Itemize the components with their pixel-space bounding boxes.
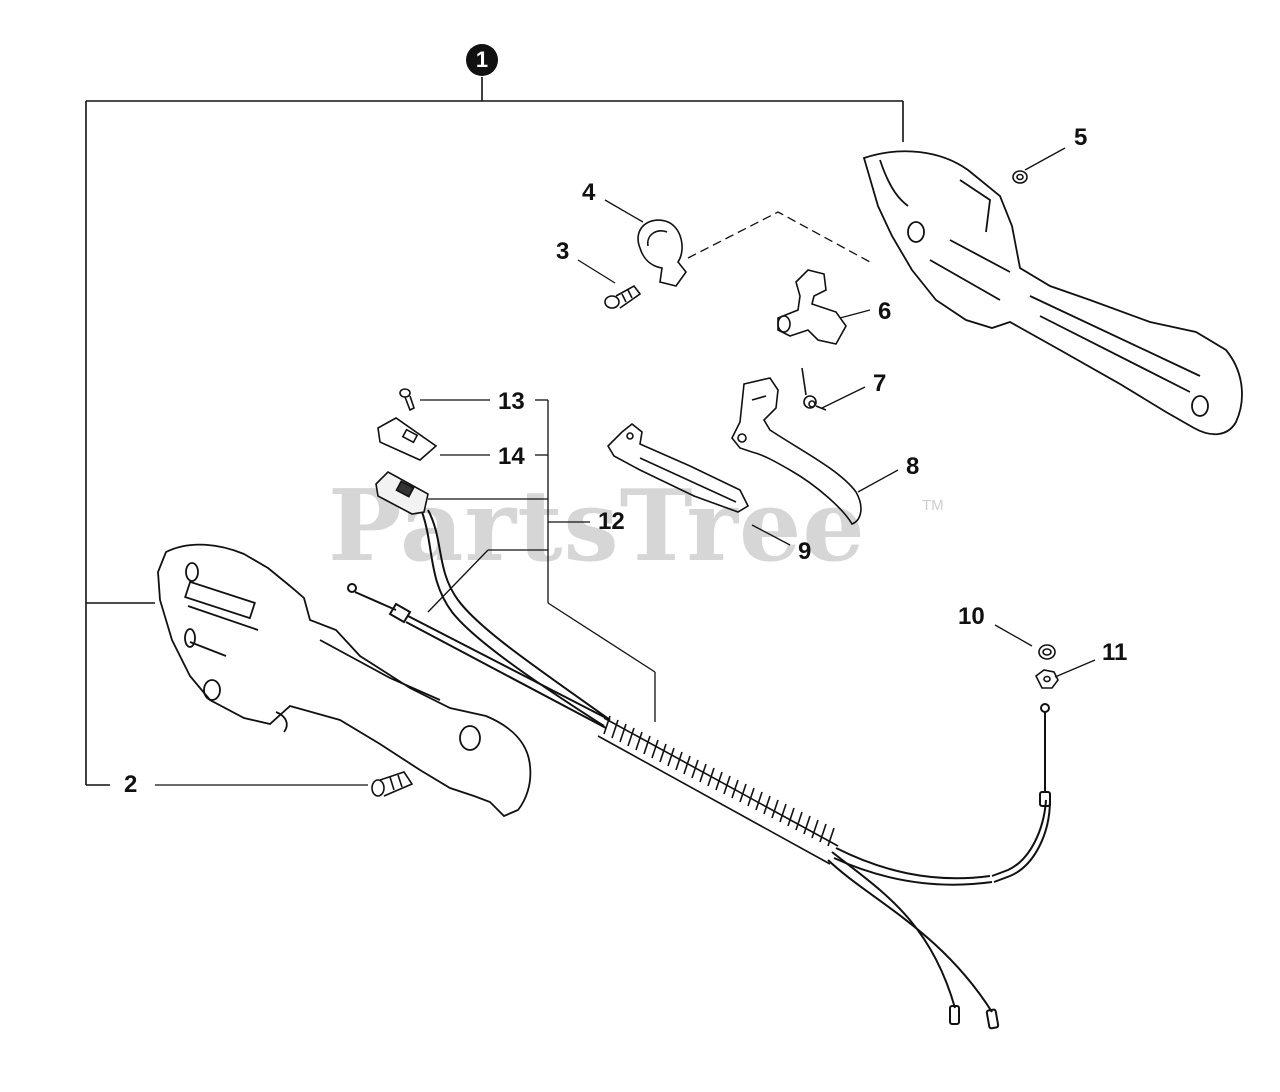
callout-10: 10: [958, 603, 985, 630]
callout-9: 9: [798, 538, 812, 565]
part-5-nut: [1012, 170, 1028, 184]
part-10-grommet: [1038, 644, 1056, 660]
switch-wires: [421, 509, 611, 727]
callout-2: 2: [124, 771, 138, 798]
left-handle-half: [157, 543, 532, 818]
callout-13: 13: [498, 388, 525, 415]
callout-12: 12: [598, 508, 625, 535]
part-12-switch: [375, 471, 429, 515]
assembly-bracket: [85, 77, 904, 786]
part-9-lever: [606, 422, 750, 513]
part-4-clamp: [637, 219, 688, 287]
callout-5: 5: [1074, 124, 1088, 151]
trademark-mark: TM: [922, 497, 944, 514]
leader-lines: [155, 147, 1096, 786]
callout-4: 4: [582, 179, 596, 206]
part-13-screw: [399, 388, 415, 412]
part-8-trigger: [731, 377, 862, 526]
throttle-cable: [347, 583, 611, 729]
callout-11: 11: [1102, 639, 1128, 666]
part-7-spring: [801, 367, 827, 411]
callout-1-assembly: 1: [466, 44, 498, 76]
part-3-screw: [604, 284, 642, 309]
callout-6: 6: [878, 298, 892, 325]
output-wires: [827, 703, 1051, 1030]
right-handle-half: [862, 150, 1243, 436]
callout-3: 3: [556, 238, 570, 265]
part-11-nut: [1034, 669, 1059, 689]
harness-sleeve: [597, 715, 839, 865]
part-6-lock: [777, 269, 847, 345]
part-14-clip: [377, 417, 438, 461]
callout-14: 14: [498, 443, 525, 470]
part-2-screw: [371, 771, 414, 797]
callout-7: 7: [873, 370, 887, 397]
callout-8: 8: [906, 453, 920, 480]
